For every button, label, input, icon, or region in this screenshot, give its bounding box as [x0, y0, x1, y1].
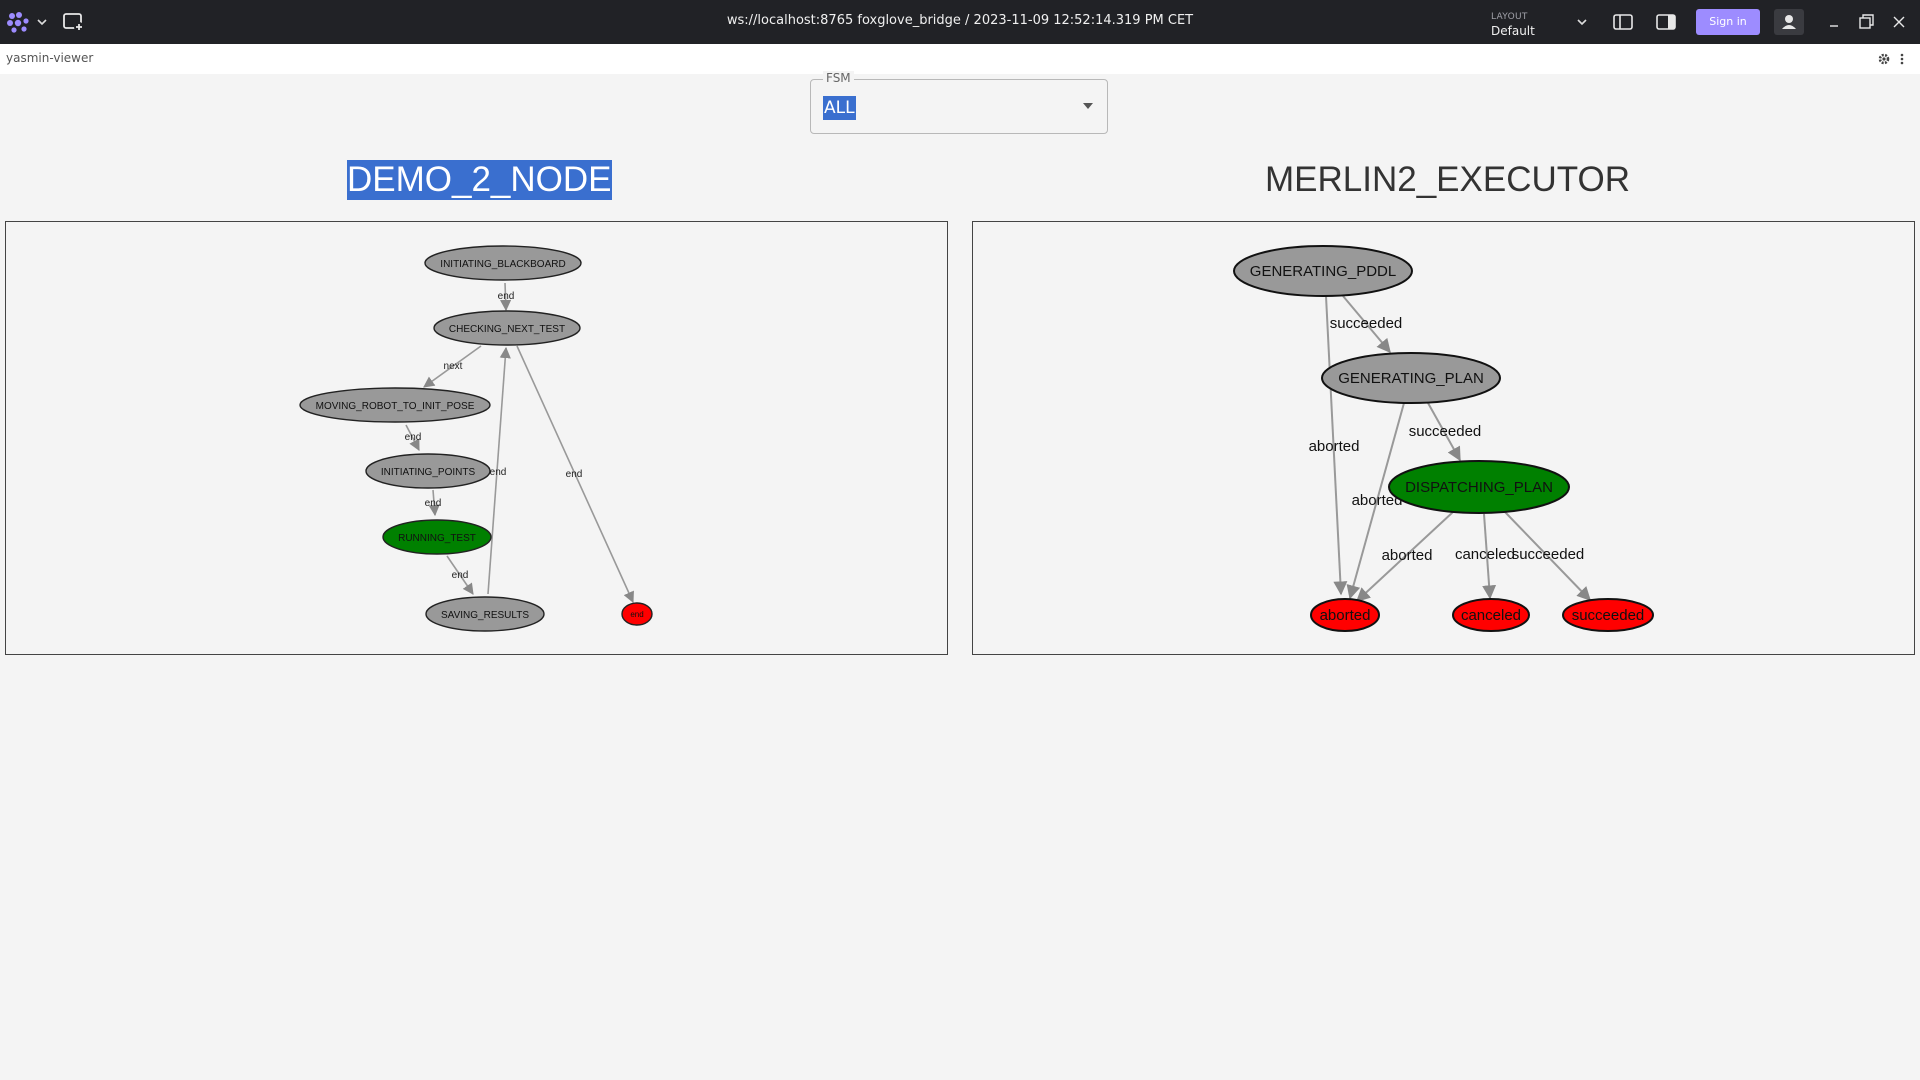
foxglove-logo-icon: [7, 12, 29, 33]
state-node[interactable]: [299, 387, 491, 423]
panel-toolbar: yasmin-viewer: [0, 44, 1920, 74]
edge-label: end: [405, 432, 422, 443]
graph-edge: [1355, 511, 1454, 602]
node-label: end: [630, 610, 643, 619]
edge-label: aborted: [1382, 547, 1433, 564]
graph-edge: [1325, 295, 1348, 596]
edge-label: end: [566, 469, 583, 480]
layout-selector[interactable]: LAYOUT Default: [1488, 4, 1592, 40]
outcome-node[interactable]: [1452, 598, 1530, 632]
panel-title: yasmin-viewer: [6, 51, 94, 65]
state-node[interactable]: [1233, 245, 1413, 297]
maximize-button[interactable]: [1857, 12, 1875, 32]
graph-canvas: end next end end end end end INITIATING_…: [299, 245, 653, 632]
maximize-icon: [1859, 14, 1874, 29]
node-label: aborted: [1320, 607, 1371, 624]
close-icon: [1893, 16, 1905, 28]
outcome-node[interactable]: [621, 602, 653, 626]
add-panel-icon: [63, 13, 84, 32]
state-node[interactable]: [1321, 352, 1501, 404]
node-label: GENERATING_PLAN: [1338, 370, 1484, 387]
graph-title-demo-2-node: DEMO_2_NODE: [347, 160, 612, 200]
minimize-button[interactable]: [1825, 12, 1843, 32]
graph-edge: [423, 345, 482, 388]
node-label: GENERATING_PDDL: [1250, 263, 1396, 280]
graph-edge: [1504, 511, 1591, 602]
edge-label: aborted: [1309, 438, 1360, 455]
minimize-icon: [1830, 25, 1838, 27]
left-sidebar-icon: [1613, 14, 1633, 30]
state-node-active[interactable]: [382, 519, 492, 555]
graph-edge: [428, 489, 440, 517]
edge-label: end: [425, 498, 442, 509]
dropdown-arrow-icon[interactable]: [1083, 103, 1093, 109]
outcome-node[interactable]: [1310, 598, 1380, 632]
node-label: INITIATING_POINTS: [381, 467, 476, 478]
edge-label: succeeded: [1512, 546, 1585, 563]
outcome-node[interactable]: [1562, 598, 1654, 632]
graph-edge: [1346, 402, 1405, 600]
right-sidebar-toggle[interactable]: [1655, 12, 1677, 32]
sign-in-button[interactable]: Sign in: [1696, 9, 1760, 35]
node-label: DISPATCHING_PLAN: [1405, 479, 1553, 496]
state-node[interactable]: [433, 310, 581, 346]
edge-label: end: [490, 467, 507, 478]
graph-edge: [1427, 402, 1461, 462]
app-menu-button[interactable]: [6, 10, 50, 34]
fsm-select-label: FSM: [823, 71, 854, 85]
edge-label: next: [444, 361, 463, 372]
edge-label: canceled: [1455, 546, 1515, 563]
graph-canvas: succeeded aborted succeeded aborted abor…: [1233, 245, 1654, 632]
node-label: RUNNING_TEST: [398, 533, 476, 544]
node-label: CHECKING_NEXT_TEST: [449, 324, 565, 335]
graph-edge: [446, 555, 474, 595]
node-label: SAVING_RESULTS: [441, 610, 529, 621]
fsm-select[interactable]: [810, 79, 1108, 134]
chevron-down-icon: [1577, 19, 1587, 26]
state-node[interactable]: [424, 245, 582, 281]
right-sidebar-icon: [1656, 14, 1676, 30]
graph-title-merlin2-executor: MERLIN2_EXECUTOR: [1265, 160, 1631, 199]
user-menu-button[interactable]: [1774, 9, 1804, 35]
fsm-select-value[interactable]: ALL: [823, 96, 856, 120]
panel-menu-button[interactable]: [1898, 51, 1906, 67]
user-icon: [1782, 15, 1796, 29]
graph-edge: [500, 282, 512, 312]
graph-edge: [516, 345, 634, 604]
gear-icon: [1878, 53, 1890, 65]
node-label: succeeded: [1572, 607, 1645, 624]
layout-value: Default: [1491, 24, 1535, 38]
state-node[interactable]: [425, 596, 545, 632]
left-sidebar-toggle[interactable]: [1612, 12, 1634, 32]
close-window-button[interactable]: [1890, 12, 1908, 32]
edge-label: aborted: [1352, 492, 1403, 509]
fsm-graph-merlin2-executor[interactable]: succeeded aborted succeeded aborted abor…: [972, 221, 1915, 655]
chevron-down-icon: [37, 19, 47, 26]
graph-edge: [1482, 513, 1497, 600]
graph-edge: [405, 424, 420, 451]
app-toolbar: ws://localhost:8765 foxglove_bridge / 20…: [0, 0, 1920, 44]
edge-label: end: [498, 291, 515, 302]
add-panel-button[interactable]: [62, 11, 86, 33]
edge-label: succeeded: [1330, 315, 1403, 332]
node-label: MOVING_ROBOT_TO_INIT_POSE: [316, 401, 475, 412]
node-label: canceled: [1461, 607, 1521, 624]
more-vertical-icon: [1900, 53, 1904, 65]
fsm-graph-demo-2-node[interactable]: end next end end end end end INITIATING_…: [5, 221, 948, 655]
graph-edge: [1342, 295, 1391, 354]
node-label: INITIATING_BLACKBOARD: [440, 259, 565, 270]
graph-edge: [487, 346, 511, 595]
panel-settings-button[interactable]: [1877, 51, 1891, 67]
state-node-active[interactable]: [1388, 460, 1570, 514]
edge-label: succeeded: [1409, 423, 1482, 440]
layout-label: LAYOUT: [1491, 12, 1528, 22]
state-node[interactable]: [365, 453, 491, 489]
edge-label: end: [452, 570, 469, 581]
